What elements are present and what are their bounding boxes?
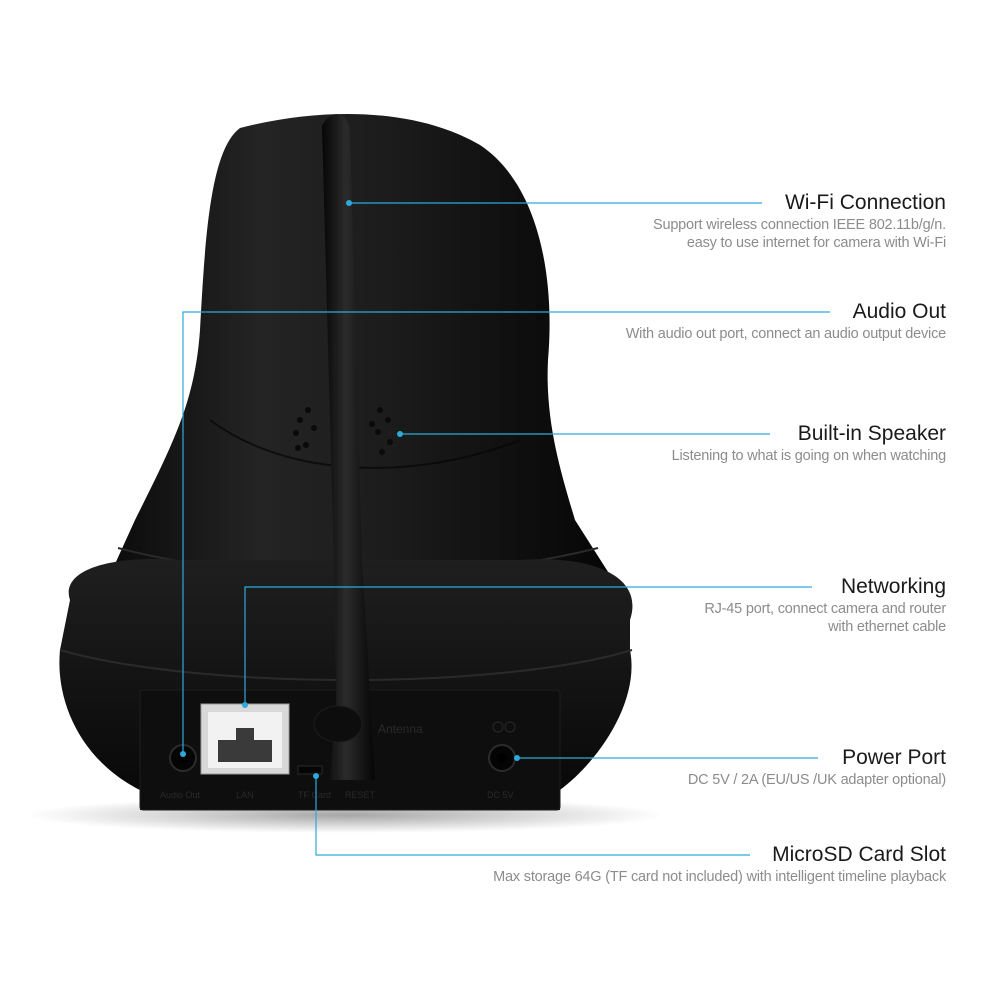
speaker-grille-icon	[293, 407, 393, 455]
feature-microsd: MicroSD Card Slot Max storage 64G (TF ca…	[493, 842, 946, 886]
panel-label-reset: RESET	[345, 790, 376, 800]
feature-title: Networking	[840, 575, 946, 598]
antenna-icon	[313, 114, 375, 781]
feature-title: Built-in Speaker	[797, 422, 946, 445]
callout-dot-speaker	[397, 431, 403, 437]
ethernet-port-icon	[200, 703, 290, 775]
panel-label-antenna: Antenna	[378, 722, 423, 736]
feature-desc-line: with ethernet cable	[828, 619, 946, 635]
panel-label-dc: DC 5V	[487, 790, 514, 800]
sd-slot-icon	[297, 765, 323, 775]
feature-desc-line: easy to use internet for camera with Wi-…	[686, 235, 946, 251]
callout-dot-power	[514, 755, 520, 761]
feature-desc-line: With audio out port, connect an audio ou…	[625, 326, 947, 342]
feature-desc-line: Max storage 64G (TF card not included) w…	[493, 869, 946, 885]
callout-line-networking	[244, 586, 812, 705]
feature-desc-line: DC 5V / 2A (EU/US /UK adapter optional)	[687, 772, 946, 788]
feature-desc-line: RJ-45 port, connect camera and router	[704, 601, 946, 617]
callout-dot-wifi	[346, 200, 352, 206]
callout-line-microsd	[315, 776, 750, 856]
power-jack-icon	[488, 721, 516, 772]
feature-audio-out: Audio Out With audio out port, connect a…	[625, 299, 947, 343]
feature-networking: Networking RJ-45 port, connect camera an…	[704, 574, 946, 636]
callout-lines	[180, 200, 830, 856]
feature-power: Power Port DC 5V / 2A (EU/US /UK adapter…	[688, 745, 946, 789]
callout-dot-microsd	[313, 773, 319, 779]
feature-title: MicroSD Card Slot	[772, 843, 946, 866]
feature-desc-line: Listening to what is going on when watch…	[671, 448, 947, 464]
panel-label-tf-card: TF Card	[298, 790, 331, 800]
feature-title: Wi-Fi Connection	[784, 191, 946, 214]
panel-label-lan: LAN	[236, 790, 254, 800]
feature-speaker: Built-in Speaker Listening to what is go…	[671, 421, 947, 465]
feature-title: Audio Out	[852, 300, 946, 323]
panel-label-audio-out: Audio Out	[160, 790, 201, 800]
callout-dot-audio-out	[180, 751, 186, 757]
camera-dome	[110, 113, 610, 576]
callout-dot-networking	[242, 702, 248, 708]
callout-line-audio-out	[182, 311, 830, 754]
feature-desc-line: Support wireless connection IEEE 802.11b…	[652, 217, 946, 233]
feature-wifi: Wi-Fi Connection Support wireless connec…	[653, 190, 946, 252]
feature-title: Power Port	[842, 746, 946, 769]
